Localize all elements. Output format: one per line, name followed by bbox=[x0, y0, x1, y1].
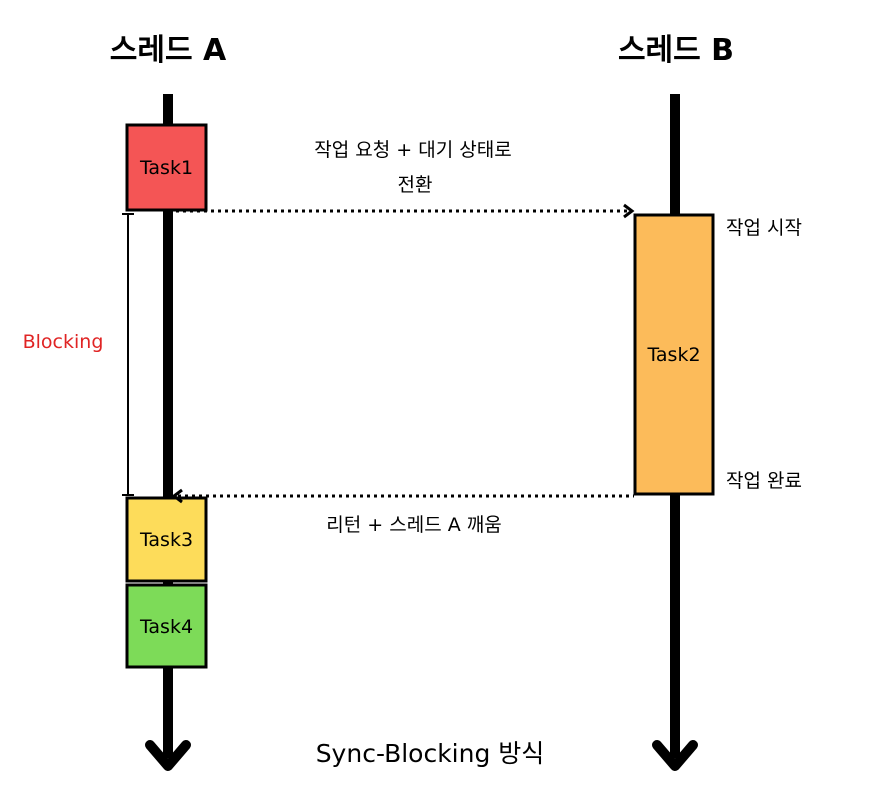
thread-b-arrowhead bbox=[652, 740, 698, 771]
thread-b-title: 스레드 B bbox=[618, 33, 734, 68]
request-arrowhead bbox=[623, 203, 635, 219]
blocking-bracket bbox=[122, 213, 134, 496]
task1-box: Task1 bbox=[125, 123, 208, 212]
task2-label: Task2 bbox=[646, 344, 700, 366]
request-label-line2: 전환 bbox=[398, 174, 433, 196]
task4-box: Task4 bbox=[125, 583, 208, 669]
return-arrow bbox=[171, 488, 634, 504]
task3-label: Task3 bbox=[139, 529, 193, 551]
task4-label: Task4 bbox=[139, 616, 193, 638]
task-start-label: 작업 시작 bbox=[726, 217, 802, 239]
diagram-caption: Sync-Blocking 방식 bbox=[316, 739, 545, 768]
thread-a-arrowhead bbox=[145, 740, 191, 771]
return-arrowhead bbox=[171, 488, 183, 504]
blocking-label: Blocking bbox=[23, 331, 104, 353]
task-done-label: 작업 완료 bbox=[726, 470, 802, 492]
request-arrow bbox=[176, 203, 635, 219]
task1-label: Task1 bbox=[139, 157, 193, 179]
task3-box: Task3 bbox=[125, 496, 208, 583]
return-label: 리턴 + 스레드 A 깨움 bbox=[326, 514, 501, 536]
thread-a-title: 스레드 A bbox=[110, 33, 227, 68]
request-label-line1: 작업 요청 + 대기 상태로 bbox=[314, 139, 511, 161]
task2-box: Task2 bbox=[633, 213, 715, 496]
